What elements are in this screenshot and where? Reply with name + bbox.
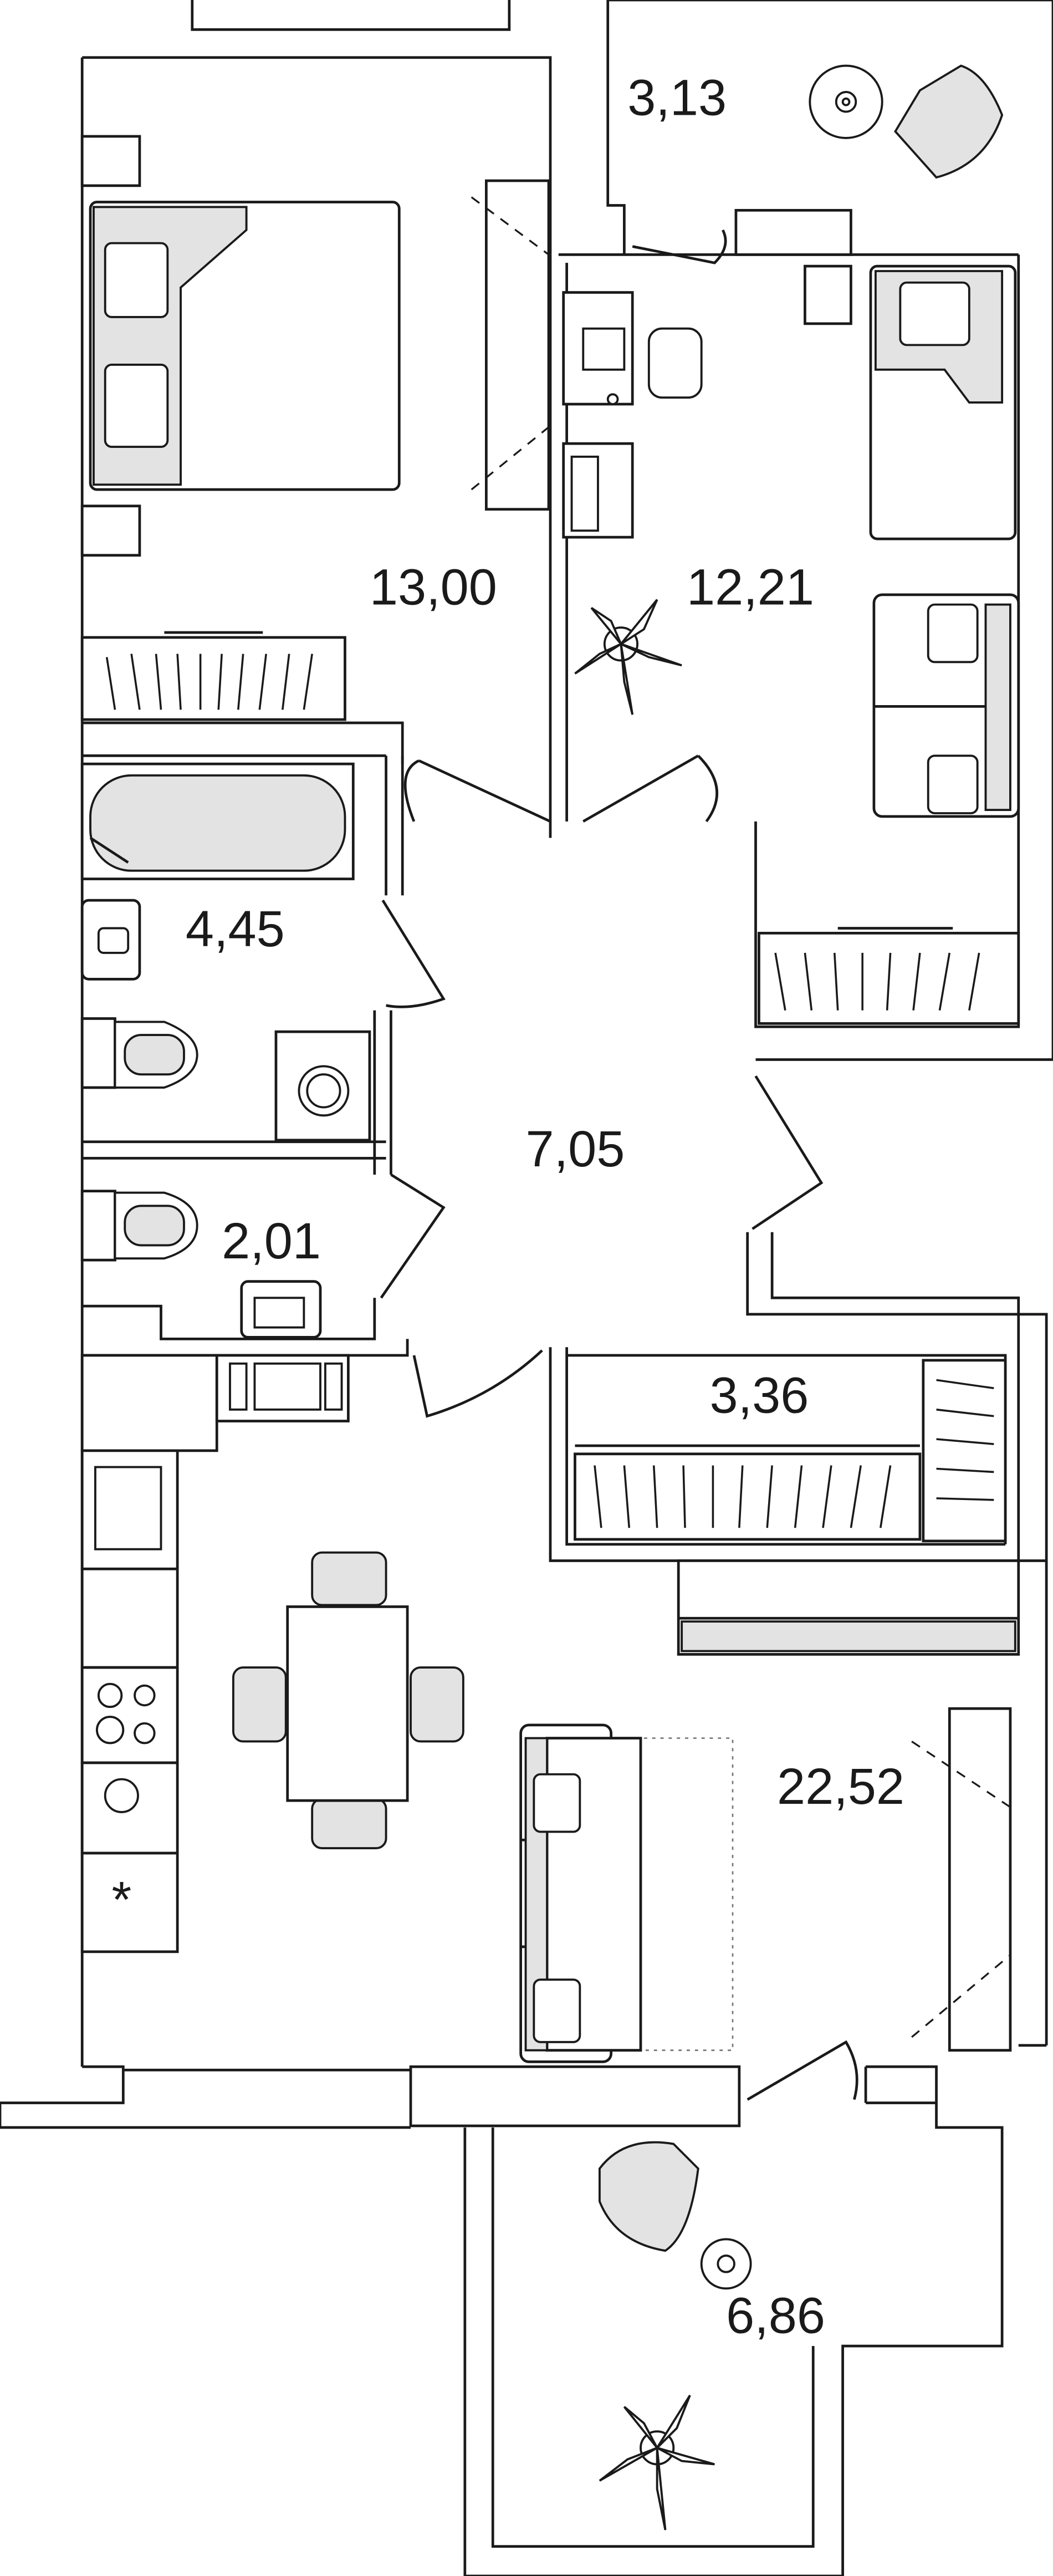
area-bedroom: 13,00 — [370, 559, 497, 616]
storage-furniture — [574, 1359, 1007, 1543]
living-kitchen-furniture: * — [80, 1354, 1020, 2063]
area-bathroom: 4,45 — [186, 901, 285, 957]
area-living-kitchen: 22,52 — [777, 1758, 904, 1815]
area-hall: 7,05 — [526, 1121, 625, 1177]
area-balcony-bottom: 6,86 — [726, 2287, 825, 2344]
area-storage: 3,36 — [709, 1368, 809, 1424]
balcony-top-furniture — [734, 64, 1004, 256]
bedroom-furniture — [80, 135, 550, 721]
doors — [380, 229, 858, 2101]
area-wc: 2,01 — [222, 1213, 321, 1269]
wc-furniture — [80, 1190, 322, 1339]
bedroom-2-furniture — [562, 264, 1020, 1025]
bathroom-furniture — [80, 762, 371, 1142]
area-bedroom-2: 12,21 — [687, 559, 814, 616]
svg-text:*: * — [112, 1872, 132, 1929]
balcony-bottom-furniture — [598, 2141, 752, 2531]
room-area-labels: 3,13 13,00 12,21 4,45 7,05 2,01 3,36 22,… — [186, 69, 904, 2344]
plant-icon — [599, 2394, 715, 2531]
plant-icon — [574, 599, 682, 715]
area-balcony-top: 3,13 — [627, 69, 727, 126]
